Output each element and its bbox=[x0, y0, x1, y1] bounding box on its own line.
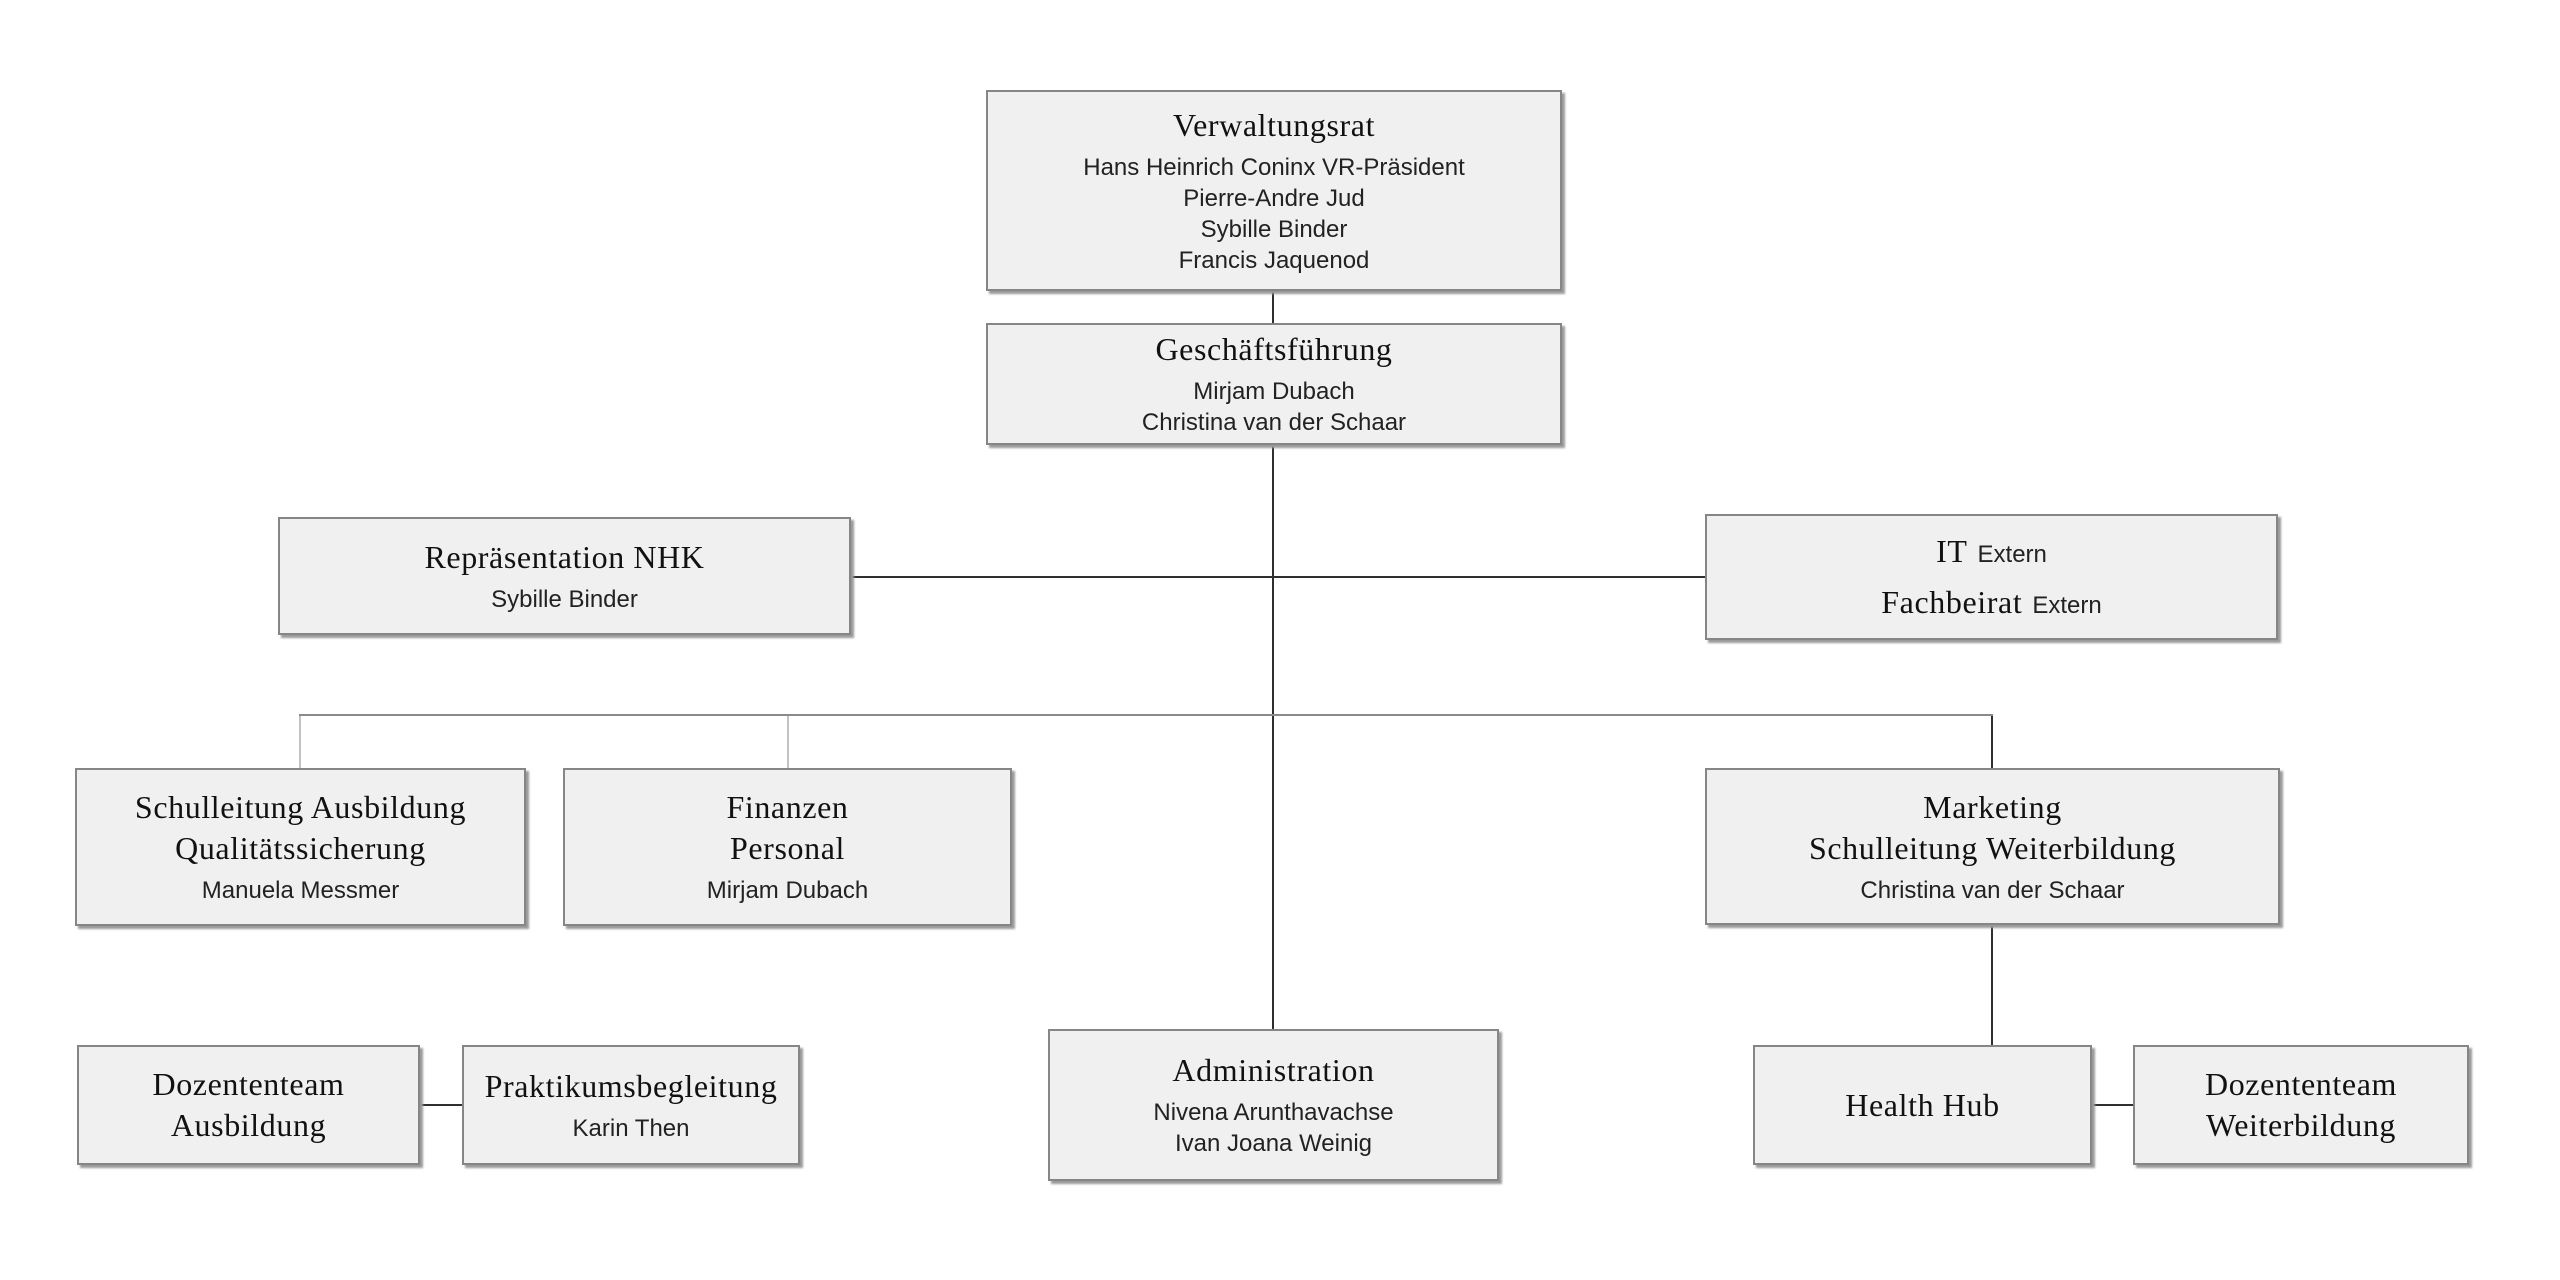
member-name: Manuela Messmer bbox=[201, 877, 400, 905]
org-node-dozententeam-weiterbildung: Dozententeam Weiterbildung bbox=[2133, 1045, 2469, 1165]
member-name: Christina van der Schaar bbox=[1860, 876, 2125, 904]
fachbeirat-extern-row: Fachbeirat Extern bbox=[1881, 582, 2101, 623]
org-node-marketing-weiterbildung: Marketing Schulleitung Weiterbildung Chr… bbox=[1705, 768, 2280, 925]
node-title: Repräsentation NHK bbox=[424, 538, 705, 575]
member-name: Mirjam Dubach bbox=[706, 877, 869, 905]
node-title: Finanzen bbox=[726, 789, 849, 826]
node-title: Personal bbox=[729, 830, 845, 867]
connector-marketing-healthhub bbox=[1991, 925, 1993, 1045]
node-title: Fachbeirat bbox=[1881, 584, 2023, 620]
member-name: Ivan Joana Weinig bbox=[1174, 1130, 1372, 1158]
connector-dozausbildung-praktikum bbox=[420, 1104, 462, 1106]
org-node-schulleitung-ausbildung: Schulleitung Ausbildung Qualitätssicheru… bbox=[75, 768, 526, 926]
node-title: Marketing bbox=[1923, 788, 2062, 825]
node-title: IT bbox=[1936, 533, 1968, 570]
node-title: Administration bbox=[1172, 1052, 1375, 1089]
connector-verwaltungsrat-geschaeftsfuehrung bbox=[1272, 291, 1274, 323]
extern-note: Extern bbox=[1977, 541, 2047, 569]
connector-stub-marketing bbox=[1991, 716, 1993, 768]
member-name: Pierre-Andre Jud bbox=[1183, 184, 1365, 212]
connector-row3-horizontal bbox=[299, 714, 1993, 716]
node-title: Schulleitung Weiterbildung bbox=[1808, 829, 2177, 866]
org-node-administration: Administration Nivena Arunthavachse Ivan… bbox=[1048, 1029, 1499, 1181]
org-node-repraesentation-nhk: Repräsentation NHK Sybille Binder bbox=[278, 517, 851, 635]
node-members: Mirjam Dubach bbox=[707, 875, 868, 906]
node-title: Ausbildung bbox=[170, 1107, 327, 1143]
member-name: Sybille Binder bbox=[1200, 215, 1348, 243]
node-members: Karin Then bbox=[573, 1113, 690, 1144]
member-name: Christina van der Schaar bbox=[1141, 409, 1407, 437]
org-node-praktikumsbegleitung: Praktikumsbegleitung Karin Then bbox=[462, 1045, 800, 1165]
member-name: Mirjam Dubach bbox=[1193, 378, 1355, 406]
node-title: Schulleitung Ausbildung bbox=[134, 789, 467, 826]
extern-note: Extern bbox=[2032, 592, 2102, 619]
org-node-finanzen-personal: Finanzen Personal Mirjam Dubach bbox=[563, 768, 1012, 926]
connector-stub-schulleitung bbox=[299, 716, 301, 768]
node-title: Geschäftsführung bbox=[1155, 331, 1393, 368]
it-extern-row: IT Extern bbox=[1936, 531, 2047, 572]
connector-stub-finanzen bbox=[787, 716, 789, 768]
connector-main-vertical bbox=[1272, 445, 1274, 1030]
node-title: Health Hub bbox=[1845, 1086, 2000, 1123]
node-members: Sybille Binder bbox=[491, 584, 638, 615]
org-node-geschaeftsfuehrung: Geschäftsführung Mirjam Dubach Christina… bbox=[986, 323, 1562, 445]
member-name: Nivena Arunthavachse bbox=[1153, 1099, 1394, 1127]
node-title: Praktikumsbegleitung bbox=[484, 1067, 778, 1104]
member-name: Hans Heinrich Coninx VR-Präsident bbox=[1083, 153, 1465, 181]
node-title: Weiterbildung bbox=[2205, 1107, 2397, 1143]
node-members: Nivena Arunthavachse Ivan Joana Weinig bbox=[1153, 1097, 1393, 1159]
member-name: Karin Then bbox=[572, 1114, 690, 1142]
connector-row2-horizontal bbox=[851, 576, 1705, 578]
node-title: Dozententeam bbox=[152, 1066, 345, 1103]
org-node-health-hub: Health Hub bbox=[1753, 1045, 2092, 1165]
node-members: Hans Heinrich Coninx VR-Präsident Pierre… bbox=[1083, 152, 1465, 277]
node-members: Manuela Messmer bbox=[202, 875, 399, 906]
node-members: Christina van der Schaar bbox=[1860, 875, 2124, 906]
org-node-dozententeam-ausbildung: Dozententeam Ausbildung bbox=[77, 1045, 420, 1165]
org-node-verwaltungsrat: Verwaltungsrat Hans Heinrich Coninx VR-P… bbox=[986, 90, 1562, 291]
member-name: Sybille Binder bbox=[491, 585, 638, 613]
node-members: Mirjam Dubach Christina van der Schaar bbox=[1142, 376, 1406, 438]
node-title: Dozententeam bbox=[2205, 1066, 2397, 1103]
org-node-it-fachbeirat: IT Extern Fachbeirat Extern bbox=[1705, 514, 2278, 640]
member-name: Francis Jaquenod bbox=[1178, 247, 1370, 275]
node-title: Qualitätssicherung bbox=[175, 830, 426, 867]
node-title: Verwaltungsrat bbox=[1172, 106, 1376, 143]
connector-healthhub-dozweiterbildung bbox=[2092, 1104, 2133, 1106]
